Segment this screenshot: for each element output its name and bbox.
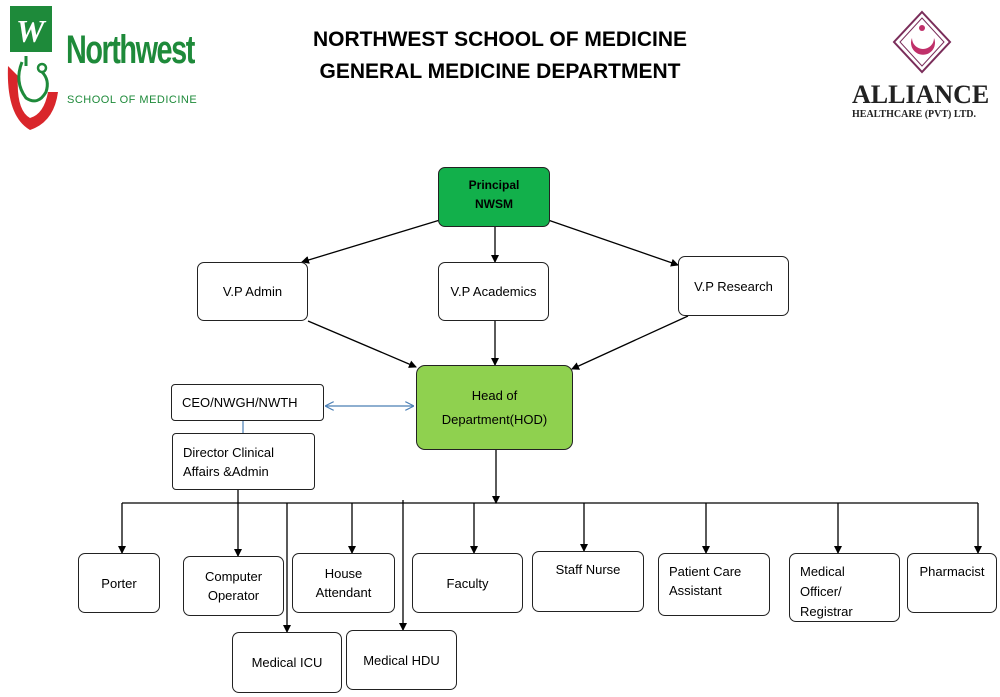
arrow-principal-vp-admin: [301, 219, 441, 264]
arrow-vp-research-hod: [571, 315, 689, 370]
vp-academics-label: V.P Academics: [450, 284, 537, 299]
faculty-label: Faculty: [446, 575, 489, 591]
faculty-box: Faculty: [412, 553, 523, 613]
medical-hdu-box: Medical HDU: [346, 630, 457, 690]
house-attendant-box: House Attendant: [292, 553, 395, 613]
pharmacist-box: Pharmacist: [907, 553, 997, 613]
ceo-label: CEO/NWGH/NWTH: [182, 395, 298, 410]
computer-operator-box: Computer Operator: [183, 556, 284, 616]
vp-admin-label: V.P Admin: [222, 284, 283, 299]
arrow-vp-admin-hod: [307, 320, 417, 368]
title-line-1: NORTHWEST SCHOOL OF MEDICINE: [312, 28, 688, 51]
medical-hdu-label: Medical HDU: [363, 652, 440, 668]
northwest-logo-name: Northwest: [66, 28, 195, 72]
director-box: Director Clinical Affairs &Admin: [172, 433, 315, 490]
northwest-emblem-icon: W: [7, 6, 59, 130]
staff-nurse-box: Staff Nurse: [532, 551, 644, 612]
hod-label: Head of Department(HOD): [441, 387, 548, 427]
director-label: Director Clinical Affairs &Admin: [183, 444, 275, 479]
principal-label: Principal NWSM: [468, 178, 520, 211]
pharmacist-label: Pharmacist: [919, 564, 985, 579]
northwest-logo: W Northwest SCHOOL OF MEDICINE: [4, 6, 198, 134]
house-attendant-label: House Attendant: [315, 566, 372, 600]
medical-icu-label: Medical ICU: [251, 655, 323, 670]
vp-research-label: V.P Research: [694, 278, 773, 294]
alliance-logo-subtitle: HEALTHCARE (PVT) LTD.: [852, 109, 977, 120]
hod-box: Head of Department(HOD): [416, 365, 573, 450]
computer-operator-label: Computer Operator: [204, 569, 263, 603]
vp-research-box: V.P Research: [678, 256, 789, 316]
title-line-2: GENERAL MEDICINE DEPARTMENT: [319, 60, 681, 83]
svg-text:W: W: [16, 13, 47, 49]
medical-icu-box: Medical ICU: [232, 632, 342, 693]
staff-nurse-label: Staff Nurse: [555, 562, 621, 577]
vp-academics-box: V.P Academics: [438, 262, 549, 321]
porter-box: Porter: [78, 553, 160, 613]
patient-care-assistant-box: Patient Care Assistant: [658, 553, 770, 616]
principal-box: Principal NWSM: [438, 167, 550, 227]
porter-label: Porter: [101, 575, 137, 591]
northwest-logo-subtitle: SCHOOL OF MEDICINE: [67, 94, 198, 106]
arrow-principal-vp-research: [547, 219, 679, 267]
alliance-emblem-icon: [892, 10, 952, 74]
medical-officer-label: Medical Officer/ Registrar: [800, 564, 853, 619]
ceo-box: CEO/NWGH/NWTH: [171, 384, 324, 421]
vp-admin-box: V.P Admin: [197, 262, 308, 321]
page-title: NORTHWEST SCHOOL OF MEDICINE GENERAL MED…: [250, 24, 750, 88]
medical-officer-box: Medical Officer/ Registrar: [789, 553, 900, 622]
alliance-logo: ALLIANCE HEALTHCARE (PVT) LTD.: [850, 8, 995, 126]
alliance-logo-name: ALLIANCE: [852, 80, 990, 109]
patient-care-assistant-label: Patient Care Assistant: [669, 564, 742, 598]
